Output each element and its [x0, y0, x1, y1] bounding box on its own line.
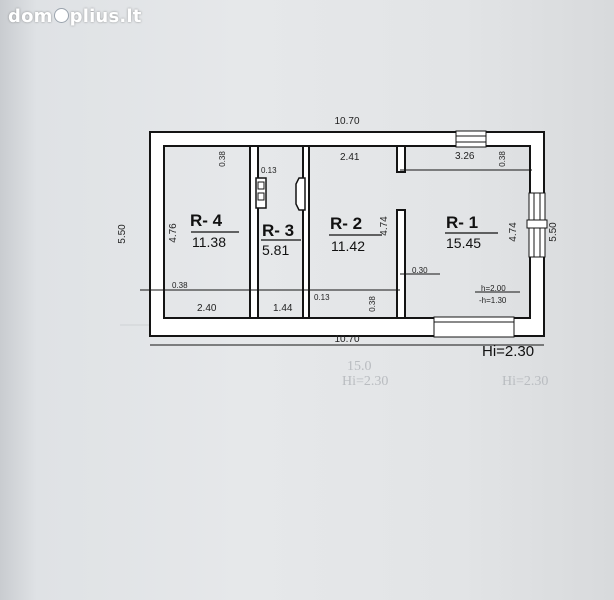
- window-top: [455, 130, 487, 148]
- room-r1-label: R- 1: [446, 213, 478, 232]
- room-r2-wall-a: 0.13: [314, 293, 330, 302]
- room-r4-area: 11.38: [192, 234, 226, 250]
- dim-left-height: 5.50: [117, 224, 128, 244]
- room-r3-wall-a: 0.13: [261, 166, 277, 175]
- room-r4-width: 2.40: [197, 303, 217, 314]
- dim-bottom-length: 10.70: [334, 334, 359, 345]
- room-r1-wall-a: 0.38: [498, 151, 507, 167]
- room-r1-sill-height: h=2.00: [481, 284, 506, 293]
- room-r2-width: 2.41: [340, 152, 360, 163]
- room-r4-height: 4.76: [168, 223, 179, 243]
- window-right: [526, 192, 548, 258]
- wall-r2-r1-upper: [396, 145, 406, 173]
- room-r1-width: 3.26: [455, 151, 475, 162]
- door-jamb: [295, 177, 306, 211]
- ghost-text-c: 15.0: [347, 359, 372, 374]
- room-r1-area: 15.45: [446, 235, 481, 251]
- site-watermark: dom plius.lt: [8, 6, 142, 27]
- ghost-text-b: Hi=2.30: [502, 374, 548, 389]
- watermark-text-right: plius.lt: [69, 6, 142, 27]
- room-r4-wall-b: 0.38: [172, 281, 188, 290]
- outer-wall: [149, 131, 545, 337]
- wall-r4-r3: [249, 145, 259, 319]
- globe-icon: [53, 8, 69, 23]
- room-r3-label: R- 3: [262, 221, 294, 240]
- room-r3-area: 5.81: [262, 242, 289, 258]
- wall-r2-r1-lower: [396, 209, 406, 319]
- room-r2-label: R- 2: [330, 214, 362, 233]
- room-r2-wall-b: 0.38: [368, 296, 377, 312]
- wall-r3-r2: [302, 145, 310, 319]
- room-r4-label: R- 4: [190, 211, 223, 230]
- room-r1-sill-height-2: -h=1.30: [479, 296, 507, 305]
- room-r2-height: 4.74: [379, 216, 390, 236]
- ceiling-height: Hi=2.30: [482, 343, 534, 360]
- room-r2-area: 11.42: [331, 238, 365, 254]
- chimney-flue-bottom: [257, 192, 265, 201]
- room-r3-width: 1.44: [273, 303, 293, 314]
- ghost-text-a: Hi=2.30: [342, 374, 388, 389]
- dim-top-length: 10.70: [334, 116, 359, 127]
- room-r1-wall-b: 0.30: [412, 266, 428, 275]
- dim-right-height: 5.50: [548, 222, 559, 242]
- room-r4-wall-a: 0.38: [218, 151, 227, 167]
- room-r1-height: 4.74: [508, 222, 519, 242]
- chimney-flue-top: [257, 181, 265, 190]
- doorway-bottom: [433, 316, 515, 338]
- watermark-text-left: dom: [8, 6, 53, 27]
